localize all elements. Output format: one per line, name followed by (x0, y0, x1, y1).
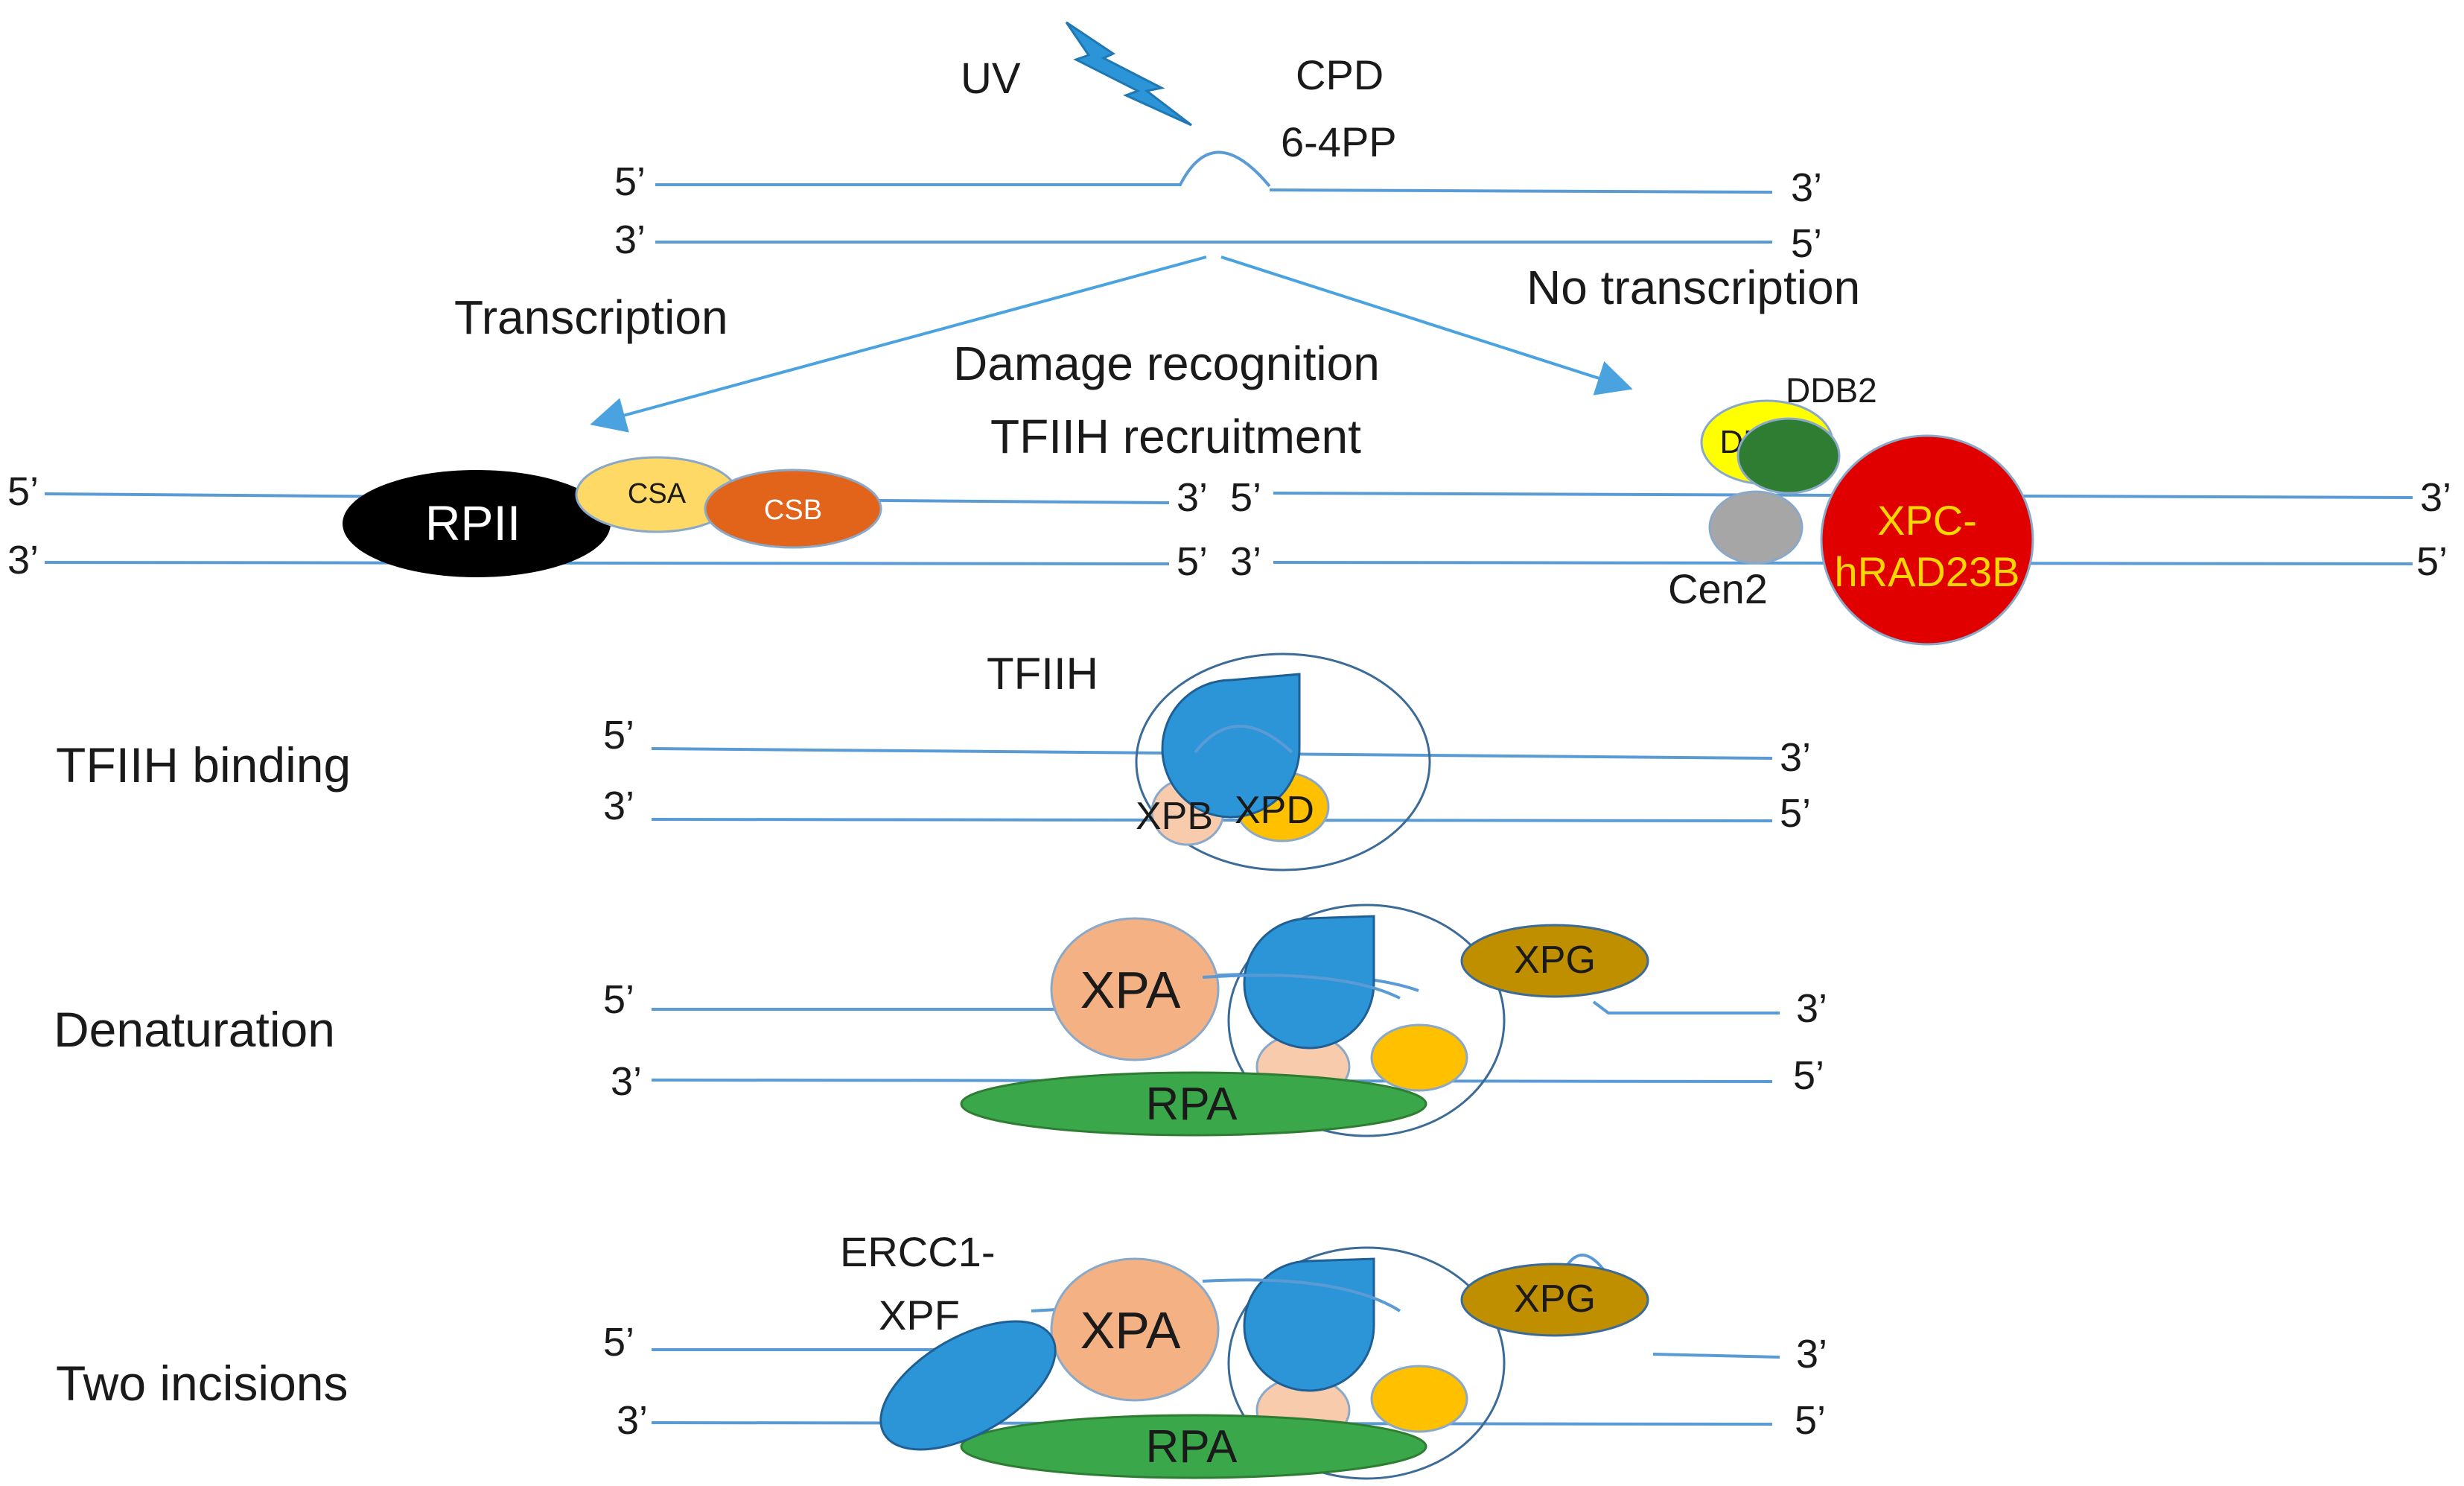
top-5prime-left: 5’ (614, 159, 646, 204)
den-rpa-label: RPA (1146, 1079, 1238, 1130)
den-5prime-right: 5’ (1793, 1053, 1824, 1098)
inc-strand-over-tfiih (1202, 1278, 1401, 1312)
damage-recognition-label: Damage recognition (953, 337, 1380, 390)
ercc1-xpf-protein (879, 1320, 1057, 1451)
den-3prime-left: 3’ (611, 1059, 642, 1104)
inc-rpa-label: RPA (1146, 1421, 1238, 1473)
tc-3prime-left: 3’ (7, 538, 39, 582)
xpb-label: XPB (1136, 795, 1213, 838)
tc-3prime-right: 3’ (1177, 475, 1208, 520)
top-5prime-right: 5’ (1791, 221, 1822, 266)
tfiih-recruitment-label: TFIIH recruitment (990, 410, 1361, 463)
gg-5prime-right: 5’ (2416, 539, 2448, 584)
gg-3prime-right: 3’ (2420, 475, 2451, 520)
rpii-label: RPII (425, 495, 521, 550)
tfiih-5prime-left: 5’ (603, 713, 634, 758)
gg-3prime-left: 3’ (1230, 539, 1261, 584)
inc-xpd-protein (1370, 1365, 1468, 1433)
tfiih-5prime-right: 5’ (1780, 791, 1811, 836)
inc-xpg-protein (1460, 1263, 1649, 1337)
tfiih-complex-label: TFIIH (987, 649, 1098, 699)
csb-protein (704, 469, 882, 549)
csb-label: CSB (764, 495, 822, 526)
tfiih-complex-outline (1135, 652, 1431, 871)
inc-3prime-left: 3’ (617, 1398, 648, 1443)
tfiih-3prime-right: 3’ (1780, 735, 1811, 780)
tc-ner-section: 5’ 3’ 3’ 5’ RPII CSA CSB (7, 456, 1208, 584)
two-incisions-step: Two incisions ERCC1- XPF 5’ 3’ 3’ 5’ XPA… (56, 1228, 1827, 1480)
inc-strand-upper-right (1652, 1353, 1780, 1359)
den-tfiih-outline (1227, 904, 1506, 1137)
top-3prime-right: 3’ (1791, 165, 1822, 210)
6-4pp-label: 6-4PP (1281, 118, 1397, 165)
den-xpd-protein (1370, 1023, 1468, 1092)
csa-label: CSA (628, 478, 687, 509)
inc-5prime-left: 5’ (603, 1320, 634, 1365)
xpd-label: XPD (1235, 789, 1314, 832)
den-xpa-protein (1050, 917, 1220, 1061)
arrow-to-transcription (590, 255, 1207, 433)
den-rpa-protein (960, 1071, 1427, 1137)
gg-5prime-left: 5’ (1230, 475, 1261, 520)
rpii-protein (343, 470, 611, 577)
ddb2-label: DDB2 (1786, 371, 1877, 410)
lightning-bolt-icon (1065, 21, 1192, 127)
xpf-label: XPF (879, 1292, 960, 1339)
inc-xpa-label: XPA (1080, 1301, 1181, 1359)
inc-3prime-right: 3’ (1796, 1332, 1827, 1377)
inc-xpa-protein (1050, 1257, 1220, 1402)
xpc-label: XPC- (1877, 497, 1977, 544)
den-xpg-protein (1460, 924, 1649, 998)
uv-section: UV CPD 6-4PP 5’ 3’ 3’ 5’ (614, 21, 1822, 266)
cen2-label: Cen2 (1668, 565, 1768, 612)
tfiih-lesion-bump (1194, 725, 1293, 754)
inc-5prime-right: 5’ (1795, 1398, 1826, 1443)
hrad23b-label: hRAD23B (1834, 548, 2019, 595)
inc-tfiih-outline (1227, 1246, 1506, 1480)
ercc1-label: ERCC1- (840, 1228, 995, 1275)
cen2-protein (1708, 490, 1804, 565)
ddb2-protein (1736, 417, 1841, 495)
tfiih-3prime-left: 3’ (603, 784, 634, 828)
top-3prime-left: 3’ (614, 217, 646, 262)
den-xpg-label: XPG (1514, 939, 1596, 982)
transcription-label: Transcription (454, 290, 728, 344)
inc-xpg-label: XPG (1514, 1277, 1596, 1321)
inc-rpa-protein (960, 1414, 1427, 1479)
top-strand-upper (655, 150, 1773, 194)
two-incisions-label: Two incisions (56, 1356, 348, 1411)
inc-strand-cut (1031, 1308, 1058, 1312)
den-tfiih-core (1243, 915, 1375, 1050)
inc-tfiih-core (1243, 1257, 1375, 1392)
tc-strand-lower (44, 561, 1170, 565)
tc-5prime-left: 5’ (7, 469, 39, 514)
den-strand-over-tfiih (1202, 974, 1401, 1000)
gg-ner-section: 5’ 3’ 3’ 5’ DDB1 DDB2 Cen2 XPC- hRAD23B (1230, 371, 2451, 646)
tfiih-binding-label: TFIIH binding (56, 737, 351, 793)
cpd-label: CPD (1296, 51, 1384, 98)
tfiih-binding-step: TFIIH binding TFIIH 5’ 3’ 3’ 5’ XPB XPD (56, 649, 1811, 871)
arrow-to-no-transcription (1220, 255, 1633, 396)
den-3prime-right: 3’ (1796, 986, 1827, 1031)
no-transcription-label: No transcription (1527, 261, 1860, 314)
den-5prime-left: 5’ (603, 977, 634, 1022)
uv-label: UV (961, 54, 1021, 103)
denaturation-label: Denaturation (54, 1002, 335, 1057)
den-xpa-label: XPA (1080, 961, 1181, 1019)
tc-5prime-right: 5’ (1177, 539, 1208, 584)
tfiih-core-shape (1161, 673, 1301, 819)
denaturation-step: Denaturation 5’ 3’ 3’ 5’ XPA XPG RPA (54, 904, 1827, 1137)
xpc-hrad23b-protein (1820, 434, 2034, 646)
